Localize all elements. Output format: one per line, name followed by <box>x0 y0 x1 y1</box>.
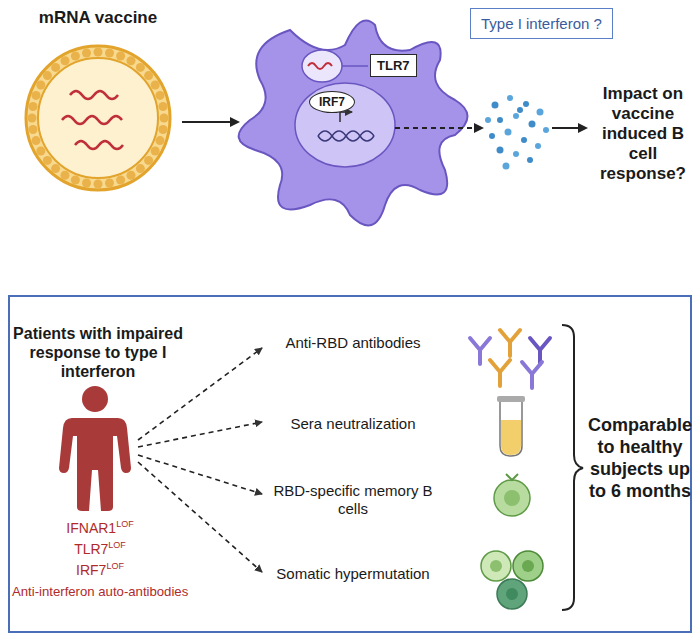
superscript-tag: LOF <box>108 540 126 550</box>
question-label: Impact on vaccine induced B cell respons… <box>590 84 696 184</box>
node-text: Type I interferon ? <box>481 15 602 32</box>
flow-arrow <box>552 127 586 129</box>
defect-name: IRF7 <box>76 562 106 578</box>
superscript-tag: LOF <box>106 561 124 571</box>
patient-defect-line: TLR7LOF <box>12 541 188 558</box>
serum-tube <box>497 396 525 456</box>
b-cell-cluster <box>481 551 543 609</box>
lipid-nanoparticle <box>26 46 170 190</box>
defect-name: Anti-interferon auto-antibodies <box>12 584 188 599</box>
patient-defect-line: Anti-interferon auto-antibodies <box>12 583 188 600</box>
interferon-box: Type I interferon ? <box>470 8 613 39</box>
conclusion-text: Comparable to healthy subjects up to 6 m… <box>588 414 692 502</box>
dendritic-cell <box>239 21 468 226</box>
results-panel: IFNAR1LOFTLR7LOFIRF7LOFAnti-interferon a… <box>8 295 692 633</box>
flow-arrow <box>182 121 238 123</box>
interferon-dots <box>485 95 549 170</box>
result-label: Somatic hypermutation <box>270 565 436 583</box>
defect-name: TLR7 <box>74 541 108 557</box>
patient-defect-line: IFNAR1LOF <box>12 520 188 537</box>
antibody-icons <box>470 330 550 388</box>
superscript-tag: LOF <box>116 519 134 529</box>
result-label: Sera neutralization <box>270 415 436 433</box>
result-label: Anti-RBD antibodies <box>270 334 436 352</box>
result-label: RBD-specific memory B cells <box>270 482 436 518</box>
node-text: TLR7 <box>377 58 410 73</box>
vaccine-label: mRNA vaccine <box>18 8 178 28</box>
memory-b-cell <box>494 474 530 516</box>
node-text: IRF7 <box>319 95 345 109</box>
factor-oval: IRF7 <box>309 91 355 113</box>
receptor-box: TLR7 <box>370 54 417 77</box>
patient-defect-line: IRF7LOF <box>12 562 188 579</box>
bracket <box>562 325 583 610</box>
defect-name: IFNAR1 <box>66 520 116 536</box>
dashed-arrows <box>138 348 262 572</box>
secretion-arrow <box>395 127 482 129</box>
patient-figure <box>59 386 131 511</box>
patient-heading: Patients with impaired response to type … <box>12 324 184 381</box>
